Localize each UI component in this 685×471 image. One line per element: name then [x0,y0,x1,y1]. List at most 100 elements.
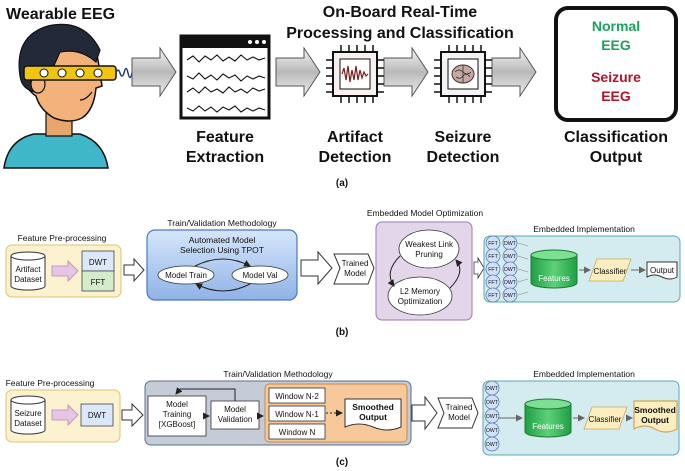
b-arrow-to-impl [473,256,485,280]
output-normal-line1: Normal [592,18,640,34]
panel-c: Feature Pre-processing Seizure Dataset D… [5,369,680,468]
caption-a: (a) [336,178,348,189]
person-illustration [3,23,137,169]
b-chip-grid: FFT DWT FFT DWT FFT DWT FFT DWT FFT DWT [485,235,529,303]
b-opt-cycle-arrow-1 [387,255,401,287]
output-normal-line2: EEG [601,37,631,53]
label-seizure-line2: Detection [427,149,500,166]
shirt-shape [3,133,109,169]
b-chip-link [517,291,529,296]
b-dwt-chip-label: DWT [504,241,517,247]
b-fft-label: FFT [91,278,106,287]
b-dwt-chip-label: DWT [504,280,517,286]
classification-output-box: Normal EEG Seizure EEG [554,6,678,122]
label-feature-line2: Extraction [186,149,264,166]
c-dataset-line2: Dataset [14,419,42,428]
label-feature-line1: Feature [196,129,254,146]
label-classification-line1: Classification [564,129,668,146]
b-dwt-chip-label: DWT [504,293,517,299]
b-dwt-label: DWT [89,258,107,267]
b-val-to-train-arrow [195,283,251,292]
c-dwt-chip-label: DWT [486,414,499,420]
b-dwt-chip-label: DWT [504,267,517,273]
b-pre-arrow [51,260,79,282]
b-fft-chip-label: FFT [488,293,498,299]
c-features-cylinder: Features [524,398,572,438]
label-seizure-line1: Seizure [435,129,492,146]
b-trained-line2: Model [344,269,366,278]
c-validation-line2: Validation [218,415,253,424]
title-wearable-eeg: Wearable EEG [6,6,115,23]
feature-extraction-window-icon [179,34,271,120]
b-dwt-chip-label: DWT [504,254,517,260]
b-classifier-shape [588,258,632,282]
b-prune-ellipse [398,229,460,269]
b-prune-line2: Pruning [415,250,443,259]
b-fft-box [81,270,115,292]
flow-arrow-4 [491,46,537,98]
label-classification-line2: Output [590,149,643,166]
c-window-n-label: Window N [279,428,316,437]
c-output-line2: Output [641,415,669,425]
b-chip-link [517,278,529,283]
panel-a: Wearable EEG On-Board Real-Time Processi… [3,4,678,189]
b-opt-cycle-arrow-2 [449,259,463,289]
c-pre-arrow [51,404,79,426]
c-training-line2: Training [163,410,192,419]
b-automl-line2: Selection Using TPOT [180,245,264,255]
output-seizure-line2: EEG [601,88,631,104]
c-dwt-chip-label: DWT [486,442,499,448]
c-classifier-shape [583,406,628,430]
flow-arrow-1 [131,46,177,98]
c-arrow-to-method [121,402,144,428]
b-fft-chip-label: FFT [488,241,498,247]
caption-c: (c) [336,457,348,468]
c-training-line1: Model [166,400,188,409]
c-preprocessing-title: Feature Pre-processing [6,378,95,388]
b-train-to-val-arrow [194,258,251,267]
c-smoothed-line1: Smoothed [352,402,394,412]
c-dataset-line1: Seizure [14,409,42,418]
c-trained-line1: Trained [446,403,473,412]
c-features-label: Features [532,422,564,431]
b-trained-line1: Trained [342,259,369,268]
b-model-train-label: Model Train [165,271,207,280]
b-model-train-ellipse [157,265,215,285]
b-dwt-chip-circle [502,287,518,303]
c-training-line3: [XGBoost] [159,420,195,429]
b-chip-link [517,255,529,260]
b-dataset-line2: Dataset [14,275,42,284]
b-model-val-ellipse [231,265,289,285]
b-features-cylinder: Features [530,249,578,289]
label-artifact-line2: Detection [319,149,392,166]
caption-b: (b) [336,327,349,338]
flow-arrow-3 [383,46,429,98]
c-smoothed-doc [344,398,402,431]
c-seizure-dataset-cylinder: Seizure Dataset [10,395,46,435]
flow-arrow-2 [275,46,321,98]
title-onboard-line2: Processing and Classification [286,25,514,42]
c-dwt-chip-label: DWT [486,386,499,392]
b-impl-title: Embedded Implementation [533,224,635,234]
flow-arrows-a [131,46,537,98]
b-fft-chip-label: FFT [488,254,498,260]
c-dwt-label: DWT [88,411,106,420]
c-trained-model-chevron [437,397,479,429]
c-window-n-box [268,423,326,440]
artifact-detection-chip-icon [326,45,384,103]
c-val-to-train-feedback-arrow [175,387,236,401]
c-smoothed-line2: Output [359,412,387,422]
panel-b: Feature Pre-processing Artifact Dataset … [5,208,681,338]
c-window-n2-label: Window N-2 [275,392,319,401]
b-dataset-line1: Artifact [16,265,42,274]
c-dwt-chip-label: DWT [486,428,499,434]
c-output-doc [633,400,678,433]
title-onboard-line1: On-Board Real-Time [323,4,478,21]
c-method-title: Train/Validation Methodology [223,369,333,379]
b-fft-chip-circle [485,287,501,303]
b-output-label: Output [650,266,675,275]
b-fft-chip-label: FFT [488,267,498,273]
c-trained-line2: Model [448,413,470,422]
b-fft-chip-label: FFT [488,280,498,286]
